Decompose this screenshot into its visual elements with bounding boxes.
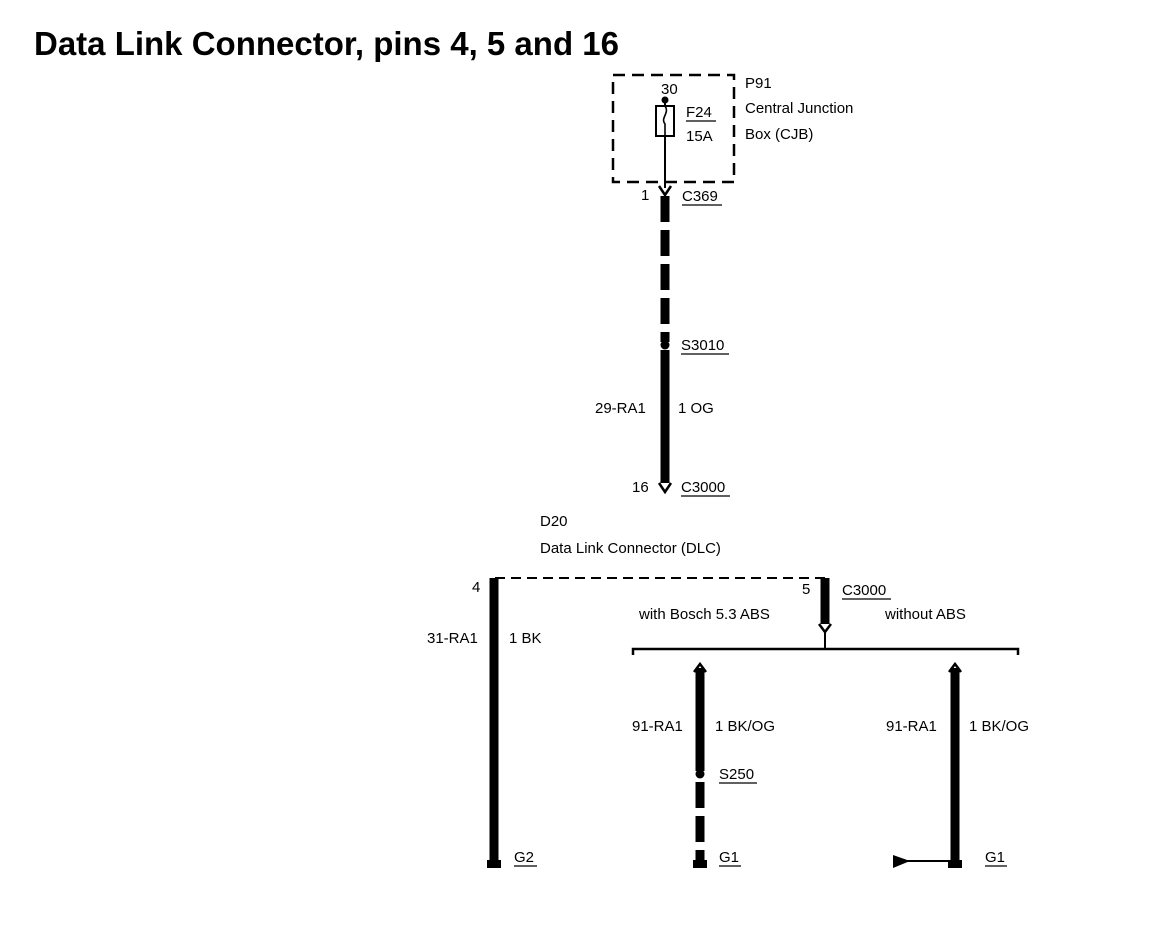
wire-91b-circuit: 91-RA1	[886, 718, 937, 735]
wire-29-spec: 1 OG	[678, 400, 714, 417]
variant-with-abs: with Bosch 5.3 ABS	[638, 606, 770, 623]
cjb-terminal-30: 30	[661, 81, 678, 98]
ground-g1-left-label: G1	[719, 849, 739, 866]
c3000-pin4-label: 4	[472, 579, 480, 596]
ground-g1-left-icon	[693, 860, 707, 868]
fuse-element	[662, 105, 668, 136]
splice-s250-dot	[695, 769, 705, 779]
fuse-rating: 15A	[686, 128, 713, 145]
fuse-id: F24	[686, 104, 712, 121]
c369-connector-icon	[657, 185, 673, 198]
wire-31-spec: 1 BK	[509, 630, 542, 647]
ground-g2-label: G2	[514, 849, 534, 866]
splice-s250-label: S250	[719, 766, 754, 783]
ground-g1-right-label: G1	[985, 849, 1005, 866]
c3000-mid-label: C3000	[842, 582, 886, 599]
wire-91a-spec: 1 BK/OG	[715, 718, 775, 735]
ground-g2-icon	[487, 860, 501, 868]
option-bracket	[631, 647, 1020, 655]
ground-strap-arrow-icon	[893, 855, 910, 868]
variant-without-abs: without ABS	[884, 606, 966, 623]
c369-label: C369	[682, 188, 718, 205]
ground-g1-right-icon	[948, 860, 962, 868]
page-title: Data Link Connector, pins 4, 5 and 16	[34, 25, 619, 62]
c3000-pin16-label: 16	[632, 479, 649, 496]
cjb-box	[611, 73, 736, 184]
dlc-ref: D20	[540, 513, 568, 530]
splice-s3010-label: S3010	[681, 337, 724, 354]
wire-91a-circuit: 91-RA1	[632, 718, 683, 735]
wire-29-circuit: 29-RA1	[595, 400, 646, 417]
c3000-pin5-connector-icon	[818, 623, 832, 635]
cjb-name-line1: Central Junction	[745, 100, 853, 117]
c369-pin-label: 1	[641, 187, 649, 204]
wire-91b-spec: 1 BK/OG	[969, 718, 1029, 735]
wire-31-circuit: 31-RA1	[427, 630, 478, 647]
cjb-ref: P91	[745, 75, 772, 92]
c3000-pin5-label: 5	[802, 581, 810, 598]
splice-s3010-dot	[660, 340, 670, 350]
dlc-name: Data Link Connector (DLC)	[540, 540, 721, 557]
c3000-top-label: C3000	[681, 479, 725, 496]
c3000-pin16-connector-icon	[657, 482, 673, 495]
cjb-name-line2: Box (CJB)	[745, 126, 813, 143]
